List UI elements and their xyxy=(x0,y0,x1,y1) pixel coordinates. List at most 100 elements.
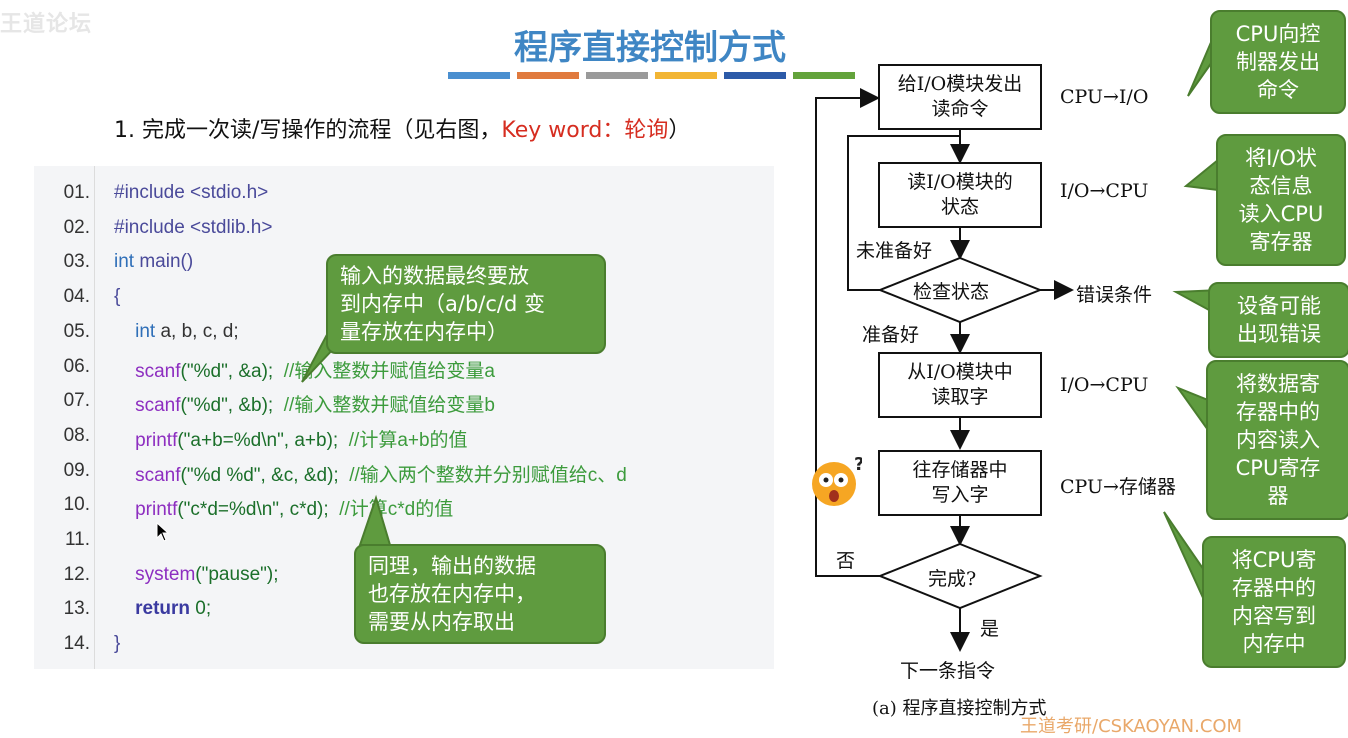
code-token: a, b, c, d; xyxy=(160,320,239,342)
send-read-command-box: 给I/O模块发出读命令 xyxy=(878,64,1042,130)
box2-line-1: 读I/O模块的 xyxy=(907,171,1013,193)
r4-line-5: 器 xyxy=(1267,484,1289,508)
cpu-to-io-label-1: CPU→I/O xyxy=(1060,86,1149,108)
code-token: ("%d", &b); xyxy=(180,395,284,417)
heading-keyword: Key word：轮询 xyxy=(501,118,669,143)
watermark: 王道考研/CSKAOYAN.COM xyxy=(1020,716,1243,737)
read-status-box: 读I/O模块的状态 xyxy=(878,162,1042,228)
surprised-face-icon: ? xyxy=(812,456,862,506)
figure-caption: (a) 程序直接控制方式 xyxy=(872,698,1047,719)
input-memory-bubble: 输入的数据最终要放 到内存中（a/b/c/d 变 量存放在内存中） xyxy=(326,254,606,354)
code-line: int a, b, c, d; xyxy=(114,321,239,343)
done-diamond-shape xyxy=(877,542,1043,610)
code-token: int xyxy=(114,320,161,342)
write-memory-bubble: 将CPU寄 存器中的 内容写到 内存中 xyxy=(1202,536,1346,668)
code-token: #include <stdio.h> xyxy=(114,182,269,203)
line-number: 13. xyxy=(63,598,90,620)
r3-line-2: 出现错误 xyxy=(1237,322,1321,346)
line-number: 12. xyxy=(63,563,90,585)
read-word-box: 从I/O模块中读取字 xyxy=(878,352,1042,418)
code-line: scanf("%d %d", &c, &d); //输入两个整数并分别赋值给c、… xyxy=(114,460,627,487)
line-number: 02. xyxy=(63,216,90,238)
input-bubble-line-2: 到内存中（a/b/c/d 变 xyxy=(340,292,545,316)
code-token: int xyxy=(114,251,140,273)
data-register-bubble: 将数据寄 存器中的 内容读入 CPU寄存 器 xyxy=(1206,360,1348,520)
line-number: 04. xyxy=(63,286,90,308)
code-line: scanf("%d", &b); //输入整数并赋值给变量b xyxy=(114,390,495,417)
r4-line-3: 内容读入 xyxy=(1236,428,1320,452)
next-instruction-label: 下一条指令 xyxy=(900,660,996,682)
code-token: main() xyxy=(139,251,194,273)
input-bubble-line-1: 输入的数据最终要放 xyxy=(340,264,529,288)
heading-suffix: ） xyxy=(668,118,691,143)
no-label: 否 xyxy=(836,550,856,572)
not-ready-label: 未准备好 xyxy=(856,240,933,262)
line-number-gutter: 01.02.03.04.05.06.07.08.09.10.11.12.13.1… xyxy=(34,166,95,669)
r5-line-1: 将CPU寄 xyxy=(1231,548,1317,572)
error-condition-label: 错误条件 xyxy=(1076,284,1153,306)
box3-line-1: 从I/O模块中 xyxy=(907,361,1013,383)
slide-title: 程序直接控制方式 xyxy=(514,28,786,68)
color-bar-segment xyxy=(724,72,786,79)
box3-line-2: 读取字 xyxy=(931,386,989,408)
done-label: 完成? xyxy=(928,568,977,590)
r4-line-1: 将数据寄 xyxy=(1236,372,1320,396)
line-number: 09. xyxy=(63,459,90,481)
r4-line-4: CPU寄存 xyxy=(1235,456,1321,480)
svg-text:?: ? xyxy=(854,456,862,475)
code-token: //输入整数并赋值给变量a xyxy=(283,360,495,382)
color-bar-segment xyxy=(448,72,510,79)
cpu-to-memory-label: CPU→存储器 xyxy=(1060,476,1176,498)
code-token: ("%d %d", &c, &d); xyxy=(180,464,350,486)
forum-logo: 王道论坛 xyxy=(0,12,93,37)
code-token: //输入整数并赋值给变量b xyxy=(283,395,495,417)
box1-line-2: 读命令 xyxy=(931,98,989,120)
output-memory-bubble: 同理，输出的数据 也存放在内存中， 需要从内存取出 xyxy=(354,544,606,644)
line-number: 03. xyxy=(63,251,90,273)
line-number: 05. xyxy=(63,320,90,342)
device-error-bubble: 设备可能 出现错误 xyxy=(1208,282,1348,358)
code-line: #include <stdio.h> xyxy=(114,182,268,204)
color-bar-segment xyxy=(793,72,855,79)
code-token: system xyxy=(114,563,196,585)
box1-line-1: 给I/O模块发出 xyxy=(897,73,1023,95)
code-token: printf xyxy=(114,429,178,451)
r4-line-2: 存器中的 xyxy=(1236,400,1320,424)
code-line: system("pause"); xyxy=(114,563,279,586)
line-number: 11. xyxy=(64,529,90,550)
box4-line-2: 写入字 xyxy=(931,484,989,506)
check-status-label: 检查状态 xyxy=(913,281,990,303)
r2-line-1: 将I/O状 xyxy=(1245,146,1317,170)
line-number: 07. xyxy=(63,390,90,412)
color-bar-segment xyxy=(517,72,579,79)
r1-line-3: 命令 xyxy=(1257,78,1299,102)
code-token: printf xyxy=(114,499,178,521)
line-number: 14. xyxy=(63,633,90,655)
section-heading: 1. 完成一次读/写操作的流程（见右图，Key word：轮询） xyxy=(114,112,690,144)
box4-line-1: 往存储器中 xyxy=(912,459,1008,481)
code-token: ("c*d=%d\n", c*d); xyxy=(177,499,340,521)
output-bubble-line-3: 需要从内存取出 xyxy=(368,610,515,634)
line-number: 01. xyxy=(63,182,90,203)
code-token: //计算a+b的值 xyxy=(348,429,468,451)
ready-label: 准备好 xyxy=(862,324,920,346)
line-number: 10. xyxy=(63,494,90,516)
r2-line-2: 态信息 xyxy=(1249,174,1313,198)
code-token: #include <stdlib.h> xyxy=(114,216,273,238)
code-token: scanf xyxy=(114,395,181,417)
code-token: ("pause"); xyxy=(195,563,279,585)
code-token: } xyxy=(114,633,121,655)
r3-line-1: 设备可能 xyxy=(1237,294,1321,318)
r5-line-3: 内容写到 xyxy=(1232,604,1316,628)
code-token: //输入两个整数并分别赋值给c、d xyxy=(349,464,627,486)
r5-line-2: 存器中的 xyxy=(1232,576,1316,600)
r1-line-2: 制器发出 xyxy=(1236,50,1320,74)
code-line: { xyxy=(114,286,120,308)
box2-line-2: 状态 xyxy=(940,196,979,218)
heading-prefix: 1. 完成一次读/写操作的流程（见右图， xyxy=(114,118,502,143)
output-bubble-line-2: 也存放在内存中， xyxy=(368,582,536,606)
color-bar-segment xyxy=(655,72,717,79)
code-token: return xyxy=(114,598,196,620)
color-bar-segment xyxy=(586,72,648,79)
r1-line-1: CPU向控 xyxy=(1235,22,1321,46)
